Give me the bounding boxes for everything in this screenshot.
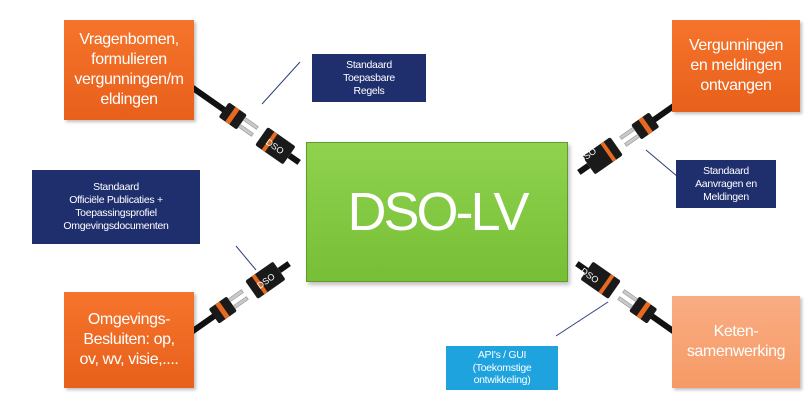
- plug-icon: [187, 80, 260, 138]
- standard-toepasbare-regels: Standaard Toepasbare Regels: [312, 54, 426, 102]
- connector-bottom-left: DSO: [176, 255, 295, 348]
- standard-officiele-publicaties: Standaard Officiële Publicaties + Toepas…: [32, 170, 200, 244]
- connector-top-left: DSO: [186, 79, 305, 172]
- dso-lv-title: DSO-LV: [347, 182, 529, 242]
- box-omgevingsbesluiten: Omgevings- Besluiten: op, ov, wv, visie,…: [64, 292, 194, 388]
- standard-aanvragen-meldingen: Standaard Aanvragen en Meldingen: [676, 160, 776, 208]
- standard-apis-gui: API's / GUI (Toekomstige ontwikkeling): [446, 346, 558, 390]
- dso-lv-core: DSO-LV: [306, 142, 568, 282]
- pointer-line-apis: [555, 301, 609, 337]
- box-vergunningen-ontvangen: Vergunningen en meldingen ontvangen: [672, 20, 800, 112]
- pointer-line-publicaties: [235, 245, 257, 271]
- pointer-line-toepasbare-regels: [261, 61, 301, 105]
- box-ketensamenwerking: Keten- samenwerking: [672, 296, 800, 388]
- box-vragenbomen: Vragenbomen, formulieren vergunningen/m …: [64, 20, 194, 120]
